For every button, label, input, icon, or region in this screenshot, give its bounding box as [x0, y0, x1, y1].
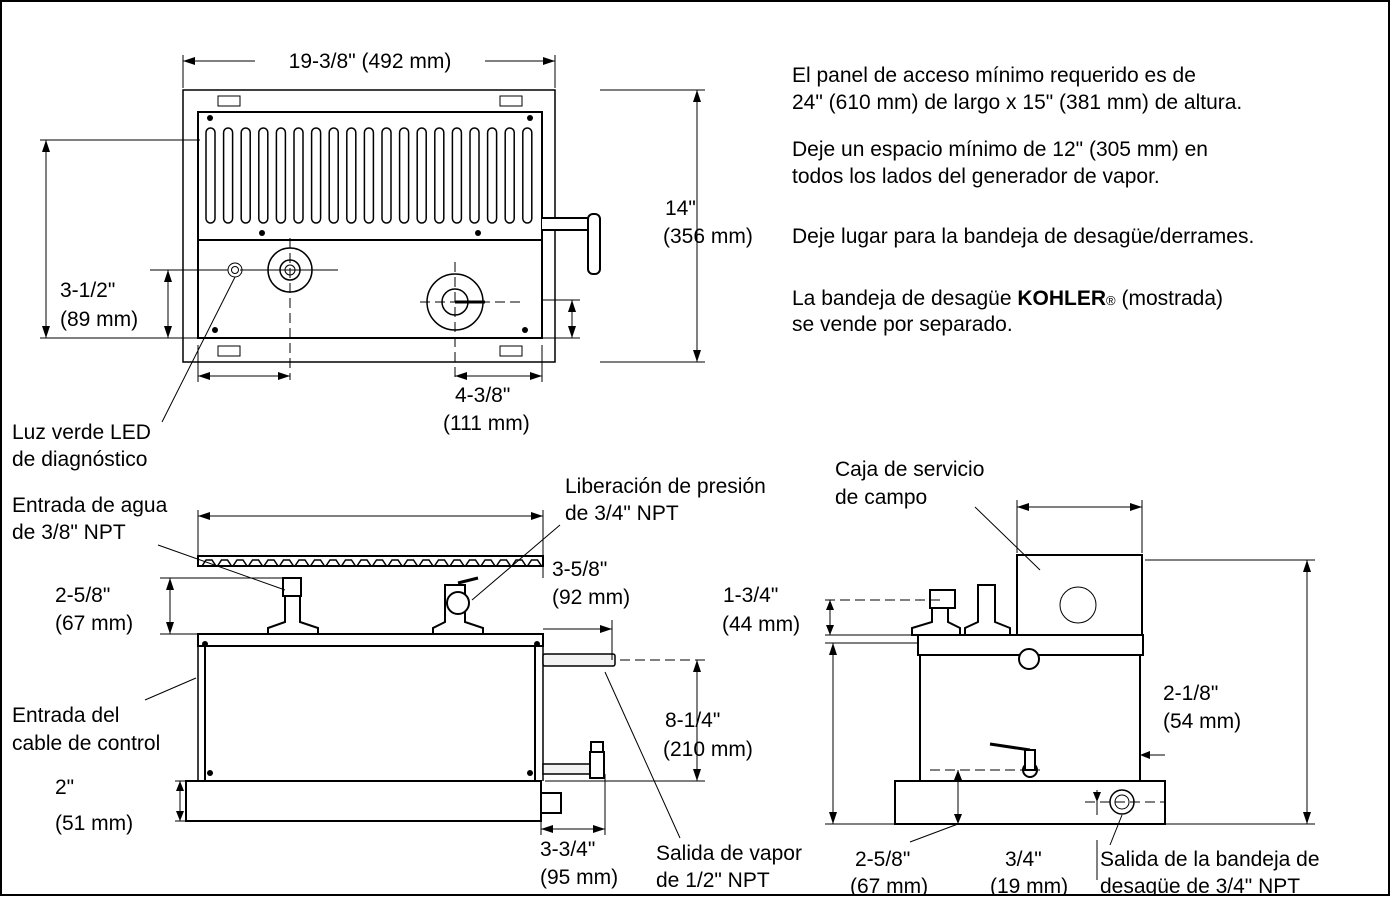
bottom-dim-mm: (111 mm)	[443, 412, 530, 435]
service-box-label-2: de campo	[835, 486, 927, 509]
front-dim-2-in: 2"	[55, 776, 74, 799]
steam-outlet-label-1: Salida de vapor	[656, 842, 802, 865]
front-dim-258-in: 2-5/8"	[55, 584, 110, 607]
note-clearance-1: Deje un espacio mínimo de 12" (305 mm) e…	[792, 138, 1208, 161]
side-view: Caja de servicio de campo 1-3/4" (44 mm)…	[722, 458, 1320, 898]
note-clearance-2: todos los lados del generador de vapor.	[792, 165, 1160, 188]
front-dim-358-in: 3-5/8"	[552, 558, 607, 581]
installation-notes: El panel de acceso mínimo requerido es d…	[792, 64, 1254, 336]
side-dim-34-in: 3/4"	[1005, 848, 1042, 871]
front-dim-358-mm: (92 mm)	[552, 586, 630, 609]
led-indicator	[231, 266, 239, 274]
grille-teeth	[201, 559, 543, 567]
note-drain-room: Deje lugar para la bandeja de desagüe/de…	[792, 225, 1254, 248]
water-inlet-label-2: de 3/8" NPT	[12, 521, 126, 544]
water-inlet-fitting	[267, 594, 319, 635]
top-width-dimension: 19-3/8" (492 mm)	[289, 50, 452, 73]
front-dim-334-mm: (95 mm)	[540, 866, 618, 889]
note-drain-pan-2: se vende por separado.	[792, 313, 1013, 336]
note-drain-pan-1: La bandeja de desagüe KOHLER® (mostrada)	[792, 287, 1223, 310]
side-dim-258-in: 2-5/8"	[855, 848, 910, 871]
control-cable-label-2: cable de control	[12, 732, 160, 755]
vent-slots	[205, 127, 533, 224]
note-access-panel-1: El panel de acceso mínimo requerido es d…	[792, 64, 1196, 87]
left-dim-mm: (89 mm)	[60, 308, 138, 331]
side-dim-218-mm: (54 mm)	[1163, 710, 1241, 733]
bottom-dim-in: 4-3/8"	[455, 384, 510, 407]
control-cable-label-1: Entrada del	[12, 704, 119, 727]
drain-outlet-label-1: Salida de la bandeja de	[1100, 848, 1320, 871]
top-view: 19-3/8" (492 mm) 14" (356 mm) 3-1/2" (89…	[12, 50, 753, 471]
height-dim-mm: (356 mm)	[663, 225, 753, 248]
drain-pan	[185, 780, 542, 822]
water-inlet-label-1: Entrada de agua	[12, 494, 168, 517]
front-dim-2-mm: (51 mm)	[55, 812, 133, 835]
generator-top-housing	[197, 111, 543, 241]
front-dim-258-mm: (67 mm)	[55, 612, 133, 635]
side-dim-134-mm: (44 mm)	[722, 613, 800, 636]
left-dim-in: 3-1/2"	[60, 279, 115, 302]
side-dim-34-mm: (19 mm)	[990, 875, 1068, 896]
pressure-relief-label-2: de 3/4" NPT	[565, 502, 679, 525]
side-dim-218-in: 2-1/8"	[1163, 682, 1218, 705]
height-dim-in: 14"	[665, 197, 696, 220]
side-dim-258-mm: (67 mm)	[850, 875, 928, 896]
service-box-label-1: Caja de servicio	[835, 458, 984, 481]
steam-outlet-pipe	[542, 653, 616, 667]
front-view: 2-5/8" (67 mm) Entrada de agua de 3/8" N…	[12, 475, 802, 892]
front-dim-334-in: 3-3/4"	[540, 838, 595, 861]
led-label-line2: de diagnóstico	[12, 448, 147, 471]
drain-outlet-label-2: desagüe de 3/4" NPT	[1100, 875, 1300, 896]
front-dim-814-in: 8-1/4"	[665, 709, 720, 732]
generator-body	[204, 645, 536, 782]
steam-outlet-label-2: de 1/2" NPT	[656, 869, 770, 892]
led-label-line1: Luz verde LED	[12, 421, 151, 444]
front-dim-814-mm: (210 mm)	[663, 738, 753, 761]
generator-front-panel	[197, 239, 543, 339]
side-dim-134-in: 1-3/4"	[723, 584, 778, 607]
pressure-relief-label-1: Liberación de presión	[565, 475, 766, 498]
note-access-panel-2: 24" (610 mm) de largo x 15" (381 mm) de …	[792, 91, 1242, 114]
